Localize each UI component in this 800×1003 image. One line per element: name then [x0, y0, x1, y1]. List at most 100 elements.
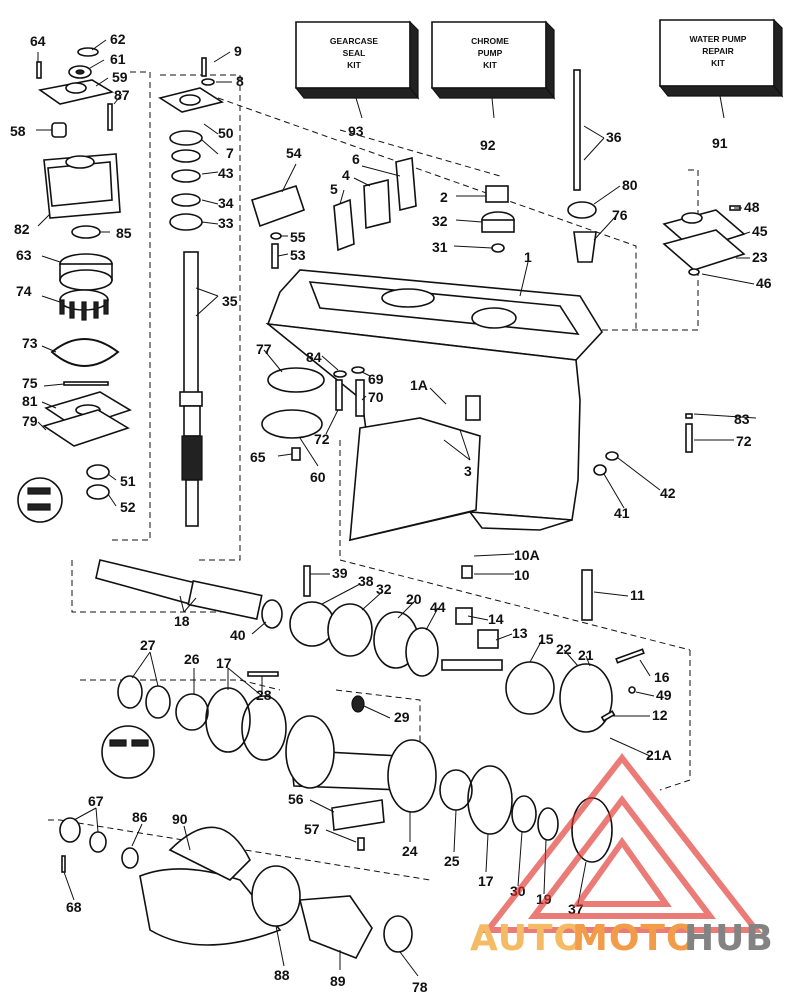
gearcase-housing — [265, 269, 603, 542]
callout-label: 74 — [16, 283, 32, 299]
callout-label: 75 — [22, 375, 38, 391]
callout-label: 35 — [222, 293, 238, 309]
callout-label: 86 — [132, 809, 148, 825]
driveshaft-group — [157, 57, 225, 527]
callout-label: 41 — [614, 505, 630, 521]
kit-label-line: CHROME — [471, 36, 509, 46]
callout-label: 91 — [712, 135, 728, 151]
callout-label: 59 — [112, 69, 128, 85]
automotohub-watermark: AUTO MOTO HUB — [470, 753, 774, 959]
water-pump-housing-group — [17, 47, 132, 523]
callout-label: 10 — [514, 567, 530, 583]
callout-label: 4 — [342, 167, 350, 183]
callout-label: 61 — [110, 51, 126, 67]
callout-label: 16 — [654, 669, 670, 685]
callout-label: 85 — [116, 225, 132, 241]
leader-lines — [36, 39, 757, 977]
callout-label: 32 — [376, 581, 392, 597]
callout-label: 15 — [538, 631, 554, 647]
kit-label-line: KIT — [711, 58, 726, 68]
callout-label: 21 — [578, 647, 594, 663]
callout-label: 89 — [330, 973, 346, 989]
callout-label: 76 — [612, 207, 628, 223]
propshaft-group — [95, 559, 645, 733]
callout-label: 18 — [174, 613, 190, 629]
callout-label: 82 — [14, 221, 30, 237]
callout-label: 22 — [556, 641, 572, 657]
callout-label: 72 — [736, 433, 752, 449]
callout-label: 69 — [368, 371, 384, 387]
watermark-suffix: HUB — [684, 918, 774, 959]
callout-label: 42 — [660, 485, 676, 501]
kit-label-line: KIT — [347, 60, 362, 70]
callout-label: 45 — [752, 223, 768, 239]
callout-label: 6 — [352, 151, 360, 167]
callout-label: 63 — [16, 247, 32, 263]
callout-label: 14 — [488, 611, 504, 627]
callout-label: 73 — [22, 335, 38, 351]
callout-label: 34 — [218, 195, 234, 211]
callout-label: 40 — [230, 627, 246, 643]
callout-label: 24 — [402, 843, 418, 859]
callout-label: 78 — [412, 979, 428, 995]
callout-label: 79 — [22, 413, 38, 429]
callout-label: 43 — [218, 165, 234, 181]
callout-label: 67 — [88, 793, 104, 809]
kit-label-line: KIT — [483, 60, 498, 70]
kit-label-line: PUMP — [478, 48, 503, 58]
callout-label: 57 — [304, 821, 320, 837]
callout-label: 77 — [256, 341, 272, 357]
callout-label: 84 — [306, 349, 322, 365]
callout-label: 7 — [226, 145, 234, 161]
callout-label: 20 — [406, 591, 422, 607]
callout-label: 33 — [218, 215, 234, 231]
propeller-group — [59, 817, 413, 960]
callout-label: 68 — [66, 899, 82, 915]
callout-label: 1A — [410, 377, 428, 393]
callout-label: 70 — [368, 389, 384, 405]
watermark-middle: MOTO — [572, 918, 698, 959]
callout-label: 1 — [524, 249, 532, 265]
callout-label: 46 — [756, 275, 772, 291]
callout-label: 50 — [218, 125, 234, 141]
callout-label: 72 — [314, 431, 330, 447]
callout-label: 28 — [256, 687, 272, 703]
callout-label: 11 — [630, 587, 645, 603]
callout-label: 31 — [432, 239, 448, 255]
callout-label: 64 — [30, 33, 46, 49]
callout-numbers: 64 62 61 59 87 58 9 8 50 7 43 34 33 54 6… — [10, 31, 772, 995]
callout-label: 93 — [348, 123, 364, 139]
callout-label: 38 — [358, 573, 374, 589]
callout-label: 10A — [514, 547, 540, 563]
callout-label: 17 — [478, 873, 494, 889]
callout-label: 26 — [184, 651, 200, 667]
watermark-logo-triangle — [481, 753, 763, 933]
kit-label-line: REPAIR — [702, 46, 734, 56]
kit-box-water-pump-repair: WATER PUMP REPAIR KIT — [658, 18, 784, 98]
callout-label: 48 — [744, 199, 760, 215]
callout-label: 87 — [114, 87, 130, 103]
callout-label: 27 — [140, 637, 156, 653]
callout-label: 62 — [110, 31, 126, 47]
kit-box-chrome-pump: CHROME PUMP KIT — [430, 20, 556, 100]
bearing-carrier-group — [101, 671, 613, 863]
callout-label: 9 — [234, 43, 242, 59]
kit-box-gearcase-seal: GEARCASE SEAL KIT — [294, 20, 420, 100]
callout-label: 55 — [290, 229, 306, 245]
callout-label: 21A — [646, 747, 672, 763]
callout-label: 17 — [216, 655, 232, 671]
callout-label: 5 — [330, 181, 338, 197]
callout-label: 52 — [120, 499, 136, 515]
callout-label: 49 — [656, 687, 672, 703]
callout-label: 25 — [444, 853, 460, 869]
callout-label: 13 — [512, 625, 528, 641]
callout-label: 65 — [250, 449, 266, 465]
callout-label: 53 — [290, 247, 306, 263]
callout-label: 51 — [120, 473, 136, 489]
shift-parts — [261, 366, 693, 579]
callout-label: 60 — [310, 469, 326, 485]
callout-label: 92 — [480, 137, 496, 153]
callout-label: 83 — [734, 411, 750, 427]
callout-label: 8 — [236, 73, 244, 89]
callout-label: 54 — [286, 145, 302, 161]
